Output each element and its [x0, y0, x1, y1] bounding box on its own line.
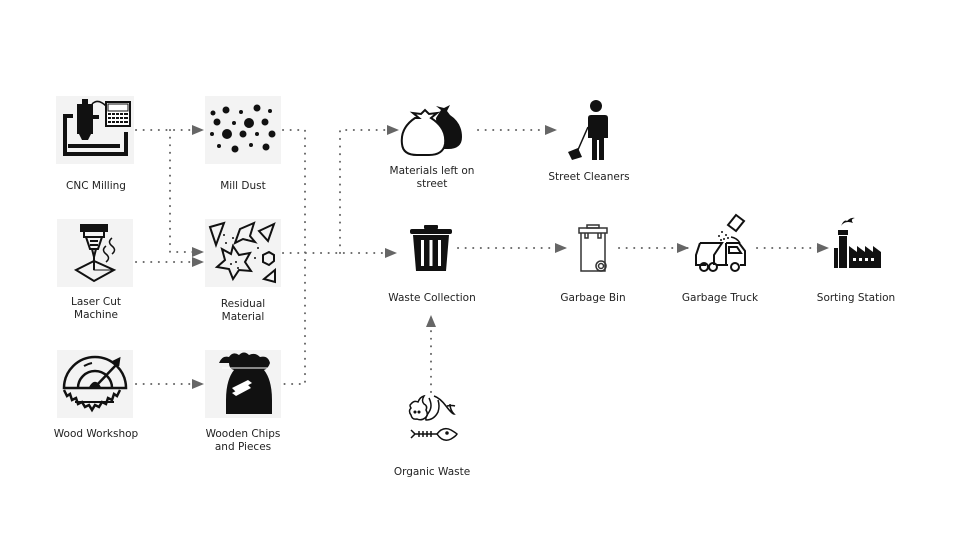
label-line: Garbage Bin	[560, 292, 626, 304]
label-line: Mill Dust	[220, 180, 266, 192]
laser-cutter-icon	[73, 224, 117, 283]
label-line: Garbage Truck	[681, 292, 759, 304]
label-line: and Pieces	[214, 441, 272, 453]
mill-dust-icon	[210, 104, 276, 153]
street-cleaner-icon	[568, 100, 608, 160]
label-laser-cut-machine: Laser Cut Machine	[36, 296, 156, 322]
garbage-bags-icon	[400, 105, 462, 156]
label-street-cleaners: Street Cleaners	[529, 171, 649, 184]
label-cnc-milling: CNC Milling	[36, 180, 156, 193]
label-line: Organic Waste	[393, 466, 471, 478]
label-waste-collection: Waste Collection	[372, 292, 492, 305]
label-line: Wooden Chips	[205, 428, 281, 440]
mill-dust-icon-bg	[205, 96, 281, 164]
label-line: Laser Cut	[71, 296, 121, 308]
cnc-milling-icon	[63, 99, 131, 156]
label-garbage-truck: Garbage Truck	[660, 292, 780, 305]
wood-chips-sack-icon	[219, 352, 272, 414]
edge-cnc-residual	[169, 129, 204, 257]
circular-saw-icon	[62, 355, 128, 413]
label-sorting-station: Sorting Station	[796, 292, 916, 305]
residual-material-icon	[208, 221, 276, 284]
label-line: Residual	[220, 298, 266, 310]
label-wood-workshop: Wood Workshop	[36, 428, 156, 441]
label-line: Sorting Station	[816, 292, 896, 304]
label-line: Machine	[74, 309, 118, 321]
label-garbage-bin: Garbage Bin	[533, 292, 653, 305]
edge-residual-street	[339, 125, 399, 254]
edge-mill-dust-trunk	[282, 129, 306, 385]
factory-icon	[834, 217, 881, 268]
label-mill-dust: Mill Dust	[183, 180, 303, 193]
label-wooden-chips: Wooden Chips and Pieces	[183, 428, 303, 454]
label-residual-material: Residual Material	[183, 298, 303, 324]
organic-waste-icon	[408, 394, 458, 441]
wheelie-bin-icon	[578, 224, 608, 272]
garbage-truck-icon	[695, 213, 746, 272]
label-line: Waste Collection	[388, 292, 476, 304]
trash-can-icon	[410, 225, 452, 271]
label-line: Materials left on	[389, 165, 475, 177]
label-organic-waste: Organic Waste	[372, 466, 492, 479]
label-line: CNC Milling	[66, 180, 126, 192]
label-line: street	[416, 178, 448, 190]
label-line: Wood Workshop	[53, 428, 139, 440]
label-line: Material	[221, 311, 265, 323]
label-line: Street Cleaners	[548, 171, 630, 183]
label-materials-left-on-street: Materials left on street	[372, 165, 492, 191]
